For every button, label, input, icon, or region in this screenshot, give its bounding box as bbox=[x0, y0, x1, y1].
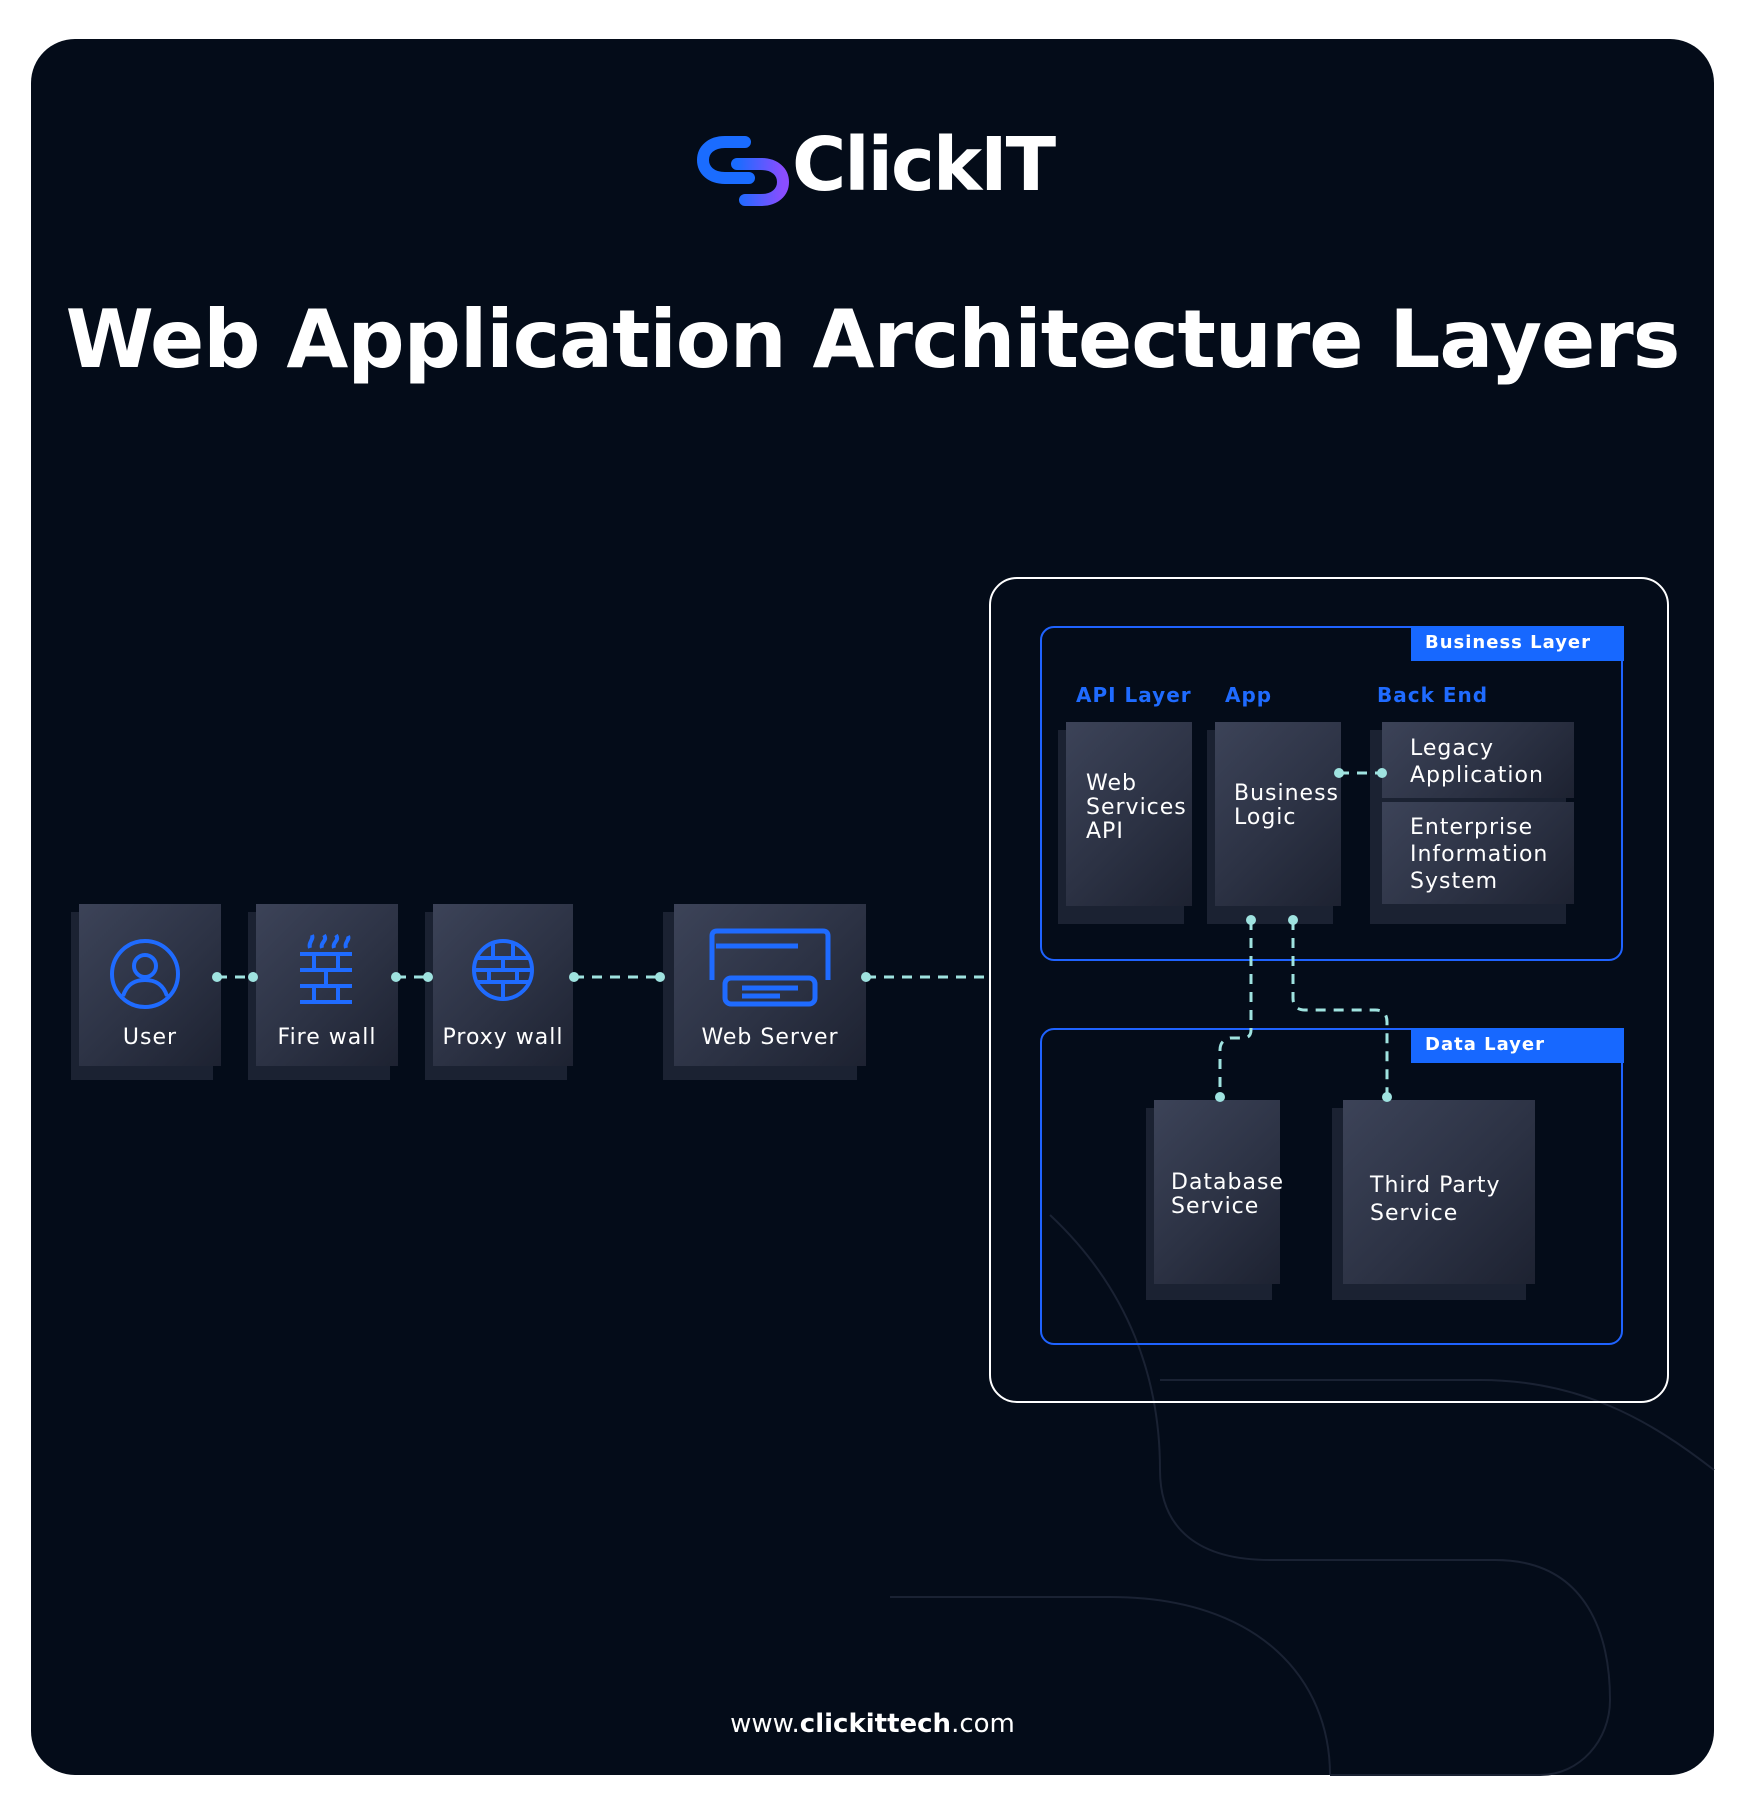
proxy-wall-label: Proxy wall bbox=[442, 1025, 564, 1050]
legacy-application-card: Legacy Application bbox=[1382, 722, 1574, 798]
business-layer-tag: Business Layer bbox=[1411, 626, 1624, 661]
card-line: Service bbox=[1171, 1194, 1260, 1219]
globe-icon bbox=[472, 939, 534, 1001]
enterprise-information-system-card: Enterprise Information System bbox=[1382, 802, 1574, 904]
card-line: Services bbox=[1086, 795, 1187, 820]
card-line: Application bbox=[1410, 763, 1544, 788]
url-suffix: .com bbox=[951, 1709, 1015, 1739]
card-line: System bbox=[1410, 869, 1499, 894]
card-line: API bbox=[1086, 819, 1124, 844]
app-heading: App bbox=[1225, 683, 1273, 707]
card-line: Information bbox=[1410, 842, 1549, 867]
user-label: User bbox=[122, 1025, 178, 1050]
page-title: Web Application Architecture Layers bbox=[65, 293, 1681, 386]
card-line: Legacy bbox=[1410, 736, 1494, 761]
brand-name: ClickIT bbox=[792, 122, 1056, 208]
business-logic-card: Business Logic bbox=[1215, 722, 1341, 906]
firewall-label: Fire wall bbox=[277, 1025, 377, 1050]
web-services-api-card: Web Services API bbox=[1066, 722, 1192, 906]
clickit-logo-icon bbox=[697, 136, 790, 206]
card-line: Logic bbox=[1234, 805, 1297, 830]
server-icon bbox=[709, 928, 831, 1007]
card-line: Third Party bbox=[1370, 1173, 1501, 1198]
firewall-card: Fire wall bbox=[256, 904, 398, 1066]
card-line: Enterprise bbox=[1410, 815, 1534, 840]
web-server-card: Web Server bbox=[674, 904, 866, 1066]
url-domain: clickittech bbox=[799, 1709, 952, 1739]
card-line: Service bbox=[1370, 1201, 1459, 1226]
website-url: www.clickittech.com bbox=[0, 1706, 1745, 1742]
card-line: Database bbox=[1171, 1170, 1284, 1195]
architecture-box bbox=[989, 577, 1669, 1403]
user-card: User bbox=[79, 904, 221, 1066]
database-service-card: Database Service bbox=[1154, 1100, 1283, 1284]
third-party-service-card: Third Party Service bbox=[1343, 1100, 1535, 1284]
firewall-icon bbox=[300, 934, 352, 1004]
web-server-label: Web Server bbox=[701, 1025, 839, 1050]
card-line: Business bbox=[1234, 781, 1340, 806]
business-layer-box bbox=[1040, 626, 1623, 961]
url-prefix: www. bbox=[730, 1709, 800, 1739]
user-icon bbox=[110, 939, 180, 1009]
api-layer-heading: API Layer bbox=[1076, 683, 1192, 707]
proxy-wall-card: Proxy wall bbox=[433, 904, 573, 1066]
data-layer-tag: Data Layer bbox=[1411, 1028, 1624, 1063]
data-layer-box bbox=[1040, 1028, 1623, 1345]
back-end-heading: Back End bbox=[1377, 683, 1489, 707]
card-line: Web bbox=[1086, 771, 1137, 796]
